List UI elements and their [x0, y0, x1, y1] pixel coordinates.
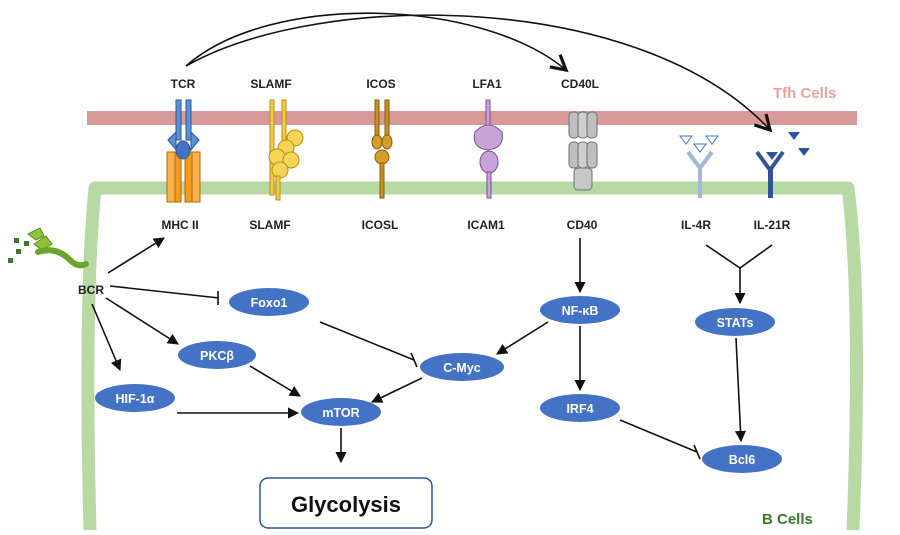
lfa1-lfa1-icam1-icon — [473, 99, 503, 199]
svg-text:Glycolysis: Glycolysis — [291, 492, 401, 517]
tfh-membrane — [87, 111, 857, 125]
stats-node: STATs — [695, 308, 775, 336]
tcr-to-il21r-arrow — [185, 14, 770, 130]
icos-label: ICOS — [366, 77, 395, 91]
foxo1-inhibits-cmyc — [319, 321, 415, 361]
tcr-mhc-icon — [166, 99, 201, 203]
irf4-node: IRF4 — [540, 394, 620, 422]
svg-text:NF-κB: NF-κB — [562, 304, 599, 318]
il-receptors-merge — [705, 244, 773, 269]
mtor-node: mTOR — [301, 398, 381, 426]
pkcb-to-mtor-arrow — [249, 365, 301, 397]
hif1a-node: HIF-1α — [95, 384, 175, 412]
slamf-tfh-label: SLAMF — [250, 77, 291, 91]
antigen-icon — [8, 238, 29, 263]
svg-text:Foxo1: Foxo1 — [251, 296, 288, 310]
svg-text:mTOR: mTOR — [322, 406, 359, 420]
svg-text:PKCβ: PKCβ — [200, 349, 234, 363]
mhc2-label: MHC II — [161, 218, 198, 232]
cmyc-to-mtor-arrow — [370, 377, 423, 403]
bcl6-node: Bcl6 — [702, 445, 782, 473]
tcr-label: TCR — [171, 77, 196, 91]
il4r-icon — [686, 150, 714, 198]
tfh-cells-label: Tfh Cells — [773, 85, 836, 102]
foxo1-node: Foxo1 — [229, 288, 309, 316]
icam1-label: ICAM1 — [467, 218, 505, 232]
slamf-icon — [268, 99, 304, 201]
nfkb-to-cmyc-arrow — [496, 321, 549, 355]
lfa1-label: LFA1 — [472, 77, 502, 91]
icosl-label: ICOSL — [362, 218, 399, 232]
foxo1-inhibits-cmyc-tbar — [410, 352, 418, 368]
svg-text:STATs: STATs — [717, 316, 754, 330]
nfkb-node: NF-κB — [540, 296, 620, 324]
il21r-icon — [755, 150, 785, 198]
irf4-inhibits-bcl6 — [619, 419, 698, 453]
il21r-label: IL-21R — [754, 218, 791, 232]
cd40-label: CD40 — [567, 218, 598, 232]
svg-text:C-Myc: C-Myc — [443, 361, 481, 375]
icos-icon — [371, 99, 393, 199]
cmyc-node: C-Myc — [420, 353, 504, 381]
tcr-to-cd40l-arrow — [185, 12, 566, 70]
bcr-label: BCR — [78, 283, 104, 297]
pkcb-node: PKCβ — [178, 341, 256, 369]
b-cells-label: B Cells — [762, 511, 813, 528]
svg-text:HIF-1α: HIF-1α — [116, 392, 155, 406]
cytokine-icon — [679, 132, 810, 160]
bcr-icon — [27, 227, 89, 269]
bcr-to-pkcb-arrow — [105, 297, 179, 345]
b-cell-membrane — [81, 181, 864, 531]
slamf-b-label: SLAMF — [249, 218, 290, 232]
svg-text:IRF4: IRF4 — [566, 402, 593, 416]
bcr-to-mhc2-arrow — [107, 237, 165, 274]
irf4-inhibits-bcl6-tbar — [693, 444, 701, 460]
cd40l-label: CD40L — [561, 77, 599, 91]
bcr-to-hif1a-arrow — [91, 303, 122, 372]
stats-to-bcl6-arrow — [734, 337, 747, 443]
bcr-inhibits-foxo1 — [109, 285, 220, 299]
glycolysis-box: Glycolysis — [259, 477, 433, 529]
il4r-label: IL-4R — [681, 218, 711, 232]
cd40l-cd40-icon — [568, 111, 598, 191]
svg-text:Bcl6: Bcl6 — [729, 453, 755, 467]
